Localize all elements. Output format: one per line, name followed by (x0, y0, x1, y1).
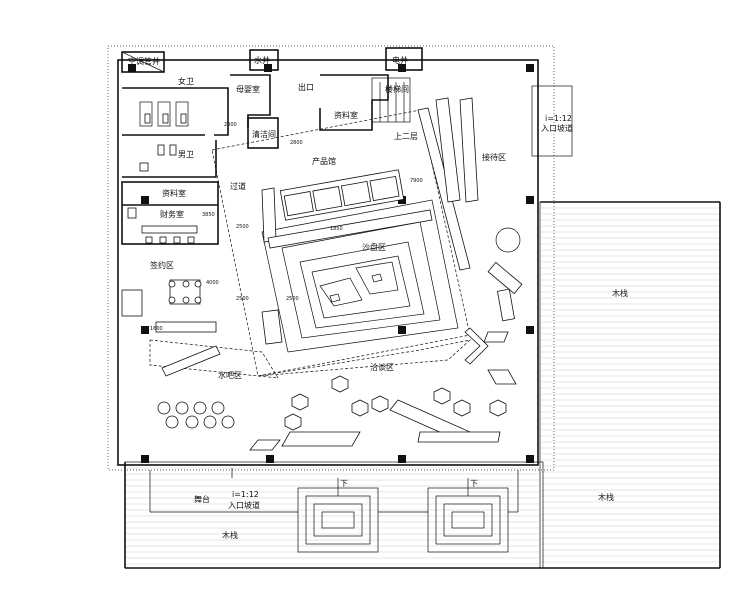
label-water-shaft: 水井 (254, 55, 270, 65)
label-stage: 舞台 (194, 494, 210, 504)
dim-4000: 4000 (206, 280, 219, 286)
label-ramp-top: 入口坡道 (541, 123, 573, 133)
label-mens-toilet: 男卫 (178, 150, 194, 159)
label-negotiation: 洽谈区 (370, 362, 394, 372)
signing-tables (121, 279, 217, 333)
label-down-left: 下 (340, 479, 348, 488)
label-sand-table: 沙盘区 (362, 242, 386, 252)
label-ramp-bottom: 入口坡道 (228, 500, 260, 510)
label-bar: 水吧区 (218, 370, 242, 380)
shafts (121, 47, 423, 73)
deck-right (539, 201, 721, 569)
dim-2500-c: 2500 (286, 296, 299, 302)
label-down-right: 下 (470, 479, 478, 488)
label-womens-toilet: 女卫 (178, 76, 194, 86)
label-exit: 出口 (298, 82, 314, 92)
service-rooms (121, 74, 411, 245)
label-slope-bottom: i=1:12 (232, 490, 259, 499)
label-signing: 签约区 (150, 260, 174, 270)
bar-tables (157, 345, 235, 429)
label-corridor: 过道 (230, 181, 246, 191)
label-upstairs: 上二层 (394, 132, 418, 141)
label-mother-baby: 母婴室 (236, 84, 260, 94)
label-product: 产品馆 (312, 156, 336, 166)
dim-2500-b: 2500 (236, 296, 249, 302)
label-stair: 楼梯间 (385, 84, 409, 94)
dim-3850: 3850 (202, 212, 215, 218)
dim-1850: 1850 (330, 226, 343, 232)
label-deck-bottom: 木栈 (222, 530, 238, 540)
label-archive-right: 资料室 (334, 110, 358, 120)
entrance-steps (231, 85, 573, 553)
exhibition-area (149, 97, 523, 379)
dim-2800: 2800 (290, 140, 303, 146)
building-outline (107, 45, 721, 569)
label-deck-bottom-right: 木栈 (598, 492, 614, 502)
room-labels: 空调管井 水井 电井 女卫 母婴室 出口 清洁间 男卫 资料室 资料室 财务室 … (128, 55, 628, 540)
label-ac-shaft: 空调管井 (128, 56, 160, 66)
label-finance: 财务室 (160, 209, 184, 219)
negotiation-furniture (249, 327, 517, 451)
label-slope-top: i=1:12 (545, 114, 572, 123)
dim-1600: 1600 (150, 326, 163, 332)
sand-table-model (311, 255, 411, 319)
dim-2000: 2000 (224, 122, 237, 128)
label-cleaning: 清洁间 (252, 129, 276, 139)
label-elec-shaft: 电井 (392, 55, 408, 65)
label-archive-left: 资料室 (162, 188, 186, 198)
label-deck-right: 木栈 (612, 288, 628, 298)
dim-2500-a: 2500 (236, 224, 249, 230)
dim-7900: 7900 (410, 178, 423, 184)
label-reception: 接待区 (482, 152, 506, 162)
dimension-labels: 2800 2500 2500 2500 3850 4000 1600 1850 … (150, 122, 423, 332)
